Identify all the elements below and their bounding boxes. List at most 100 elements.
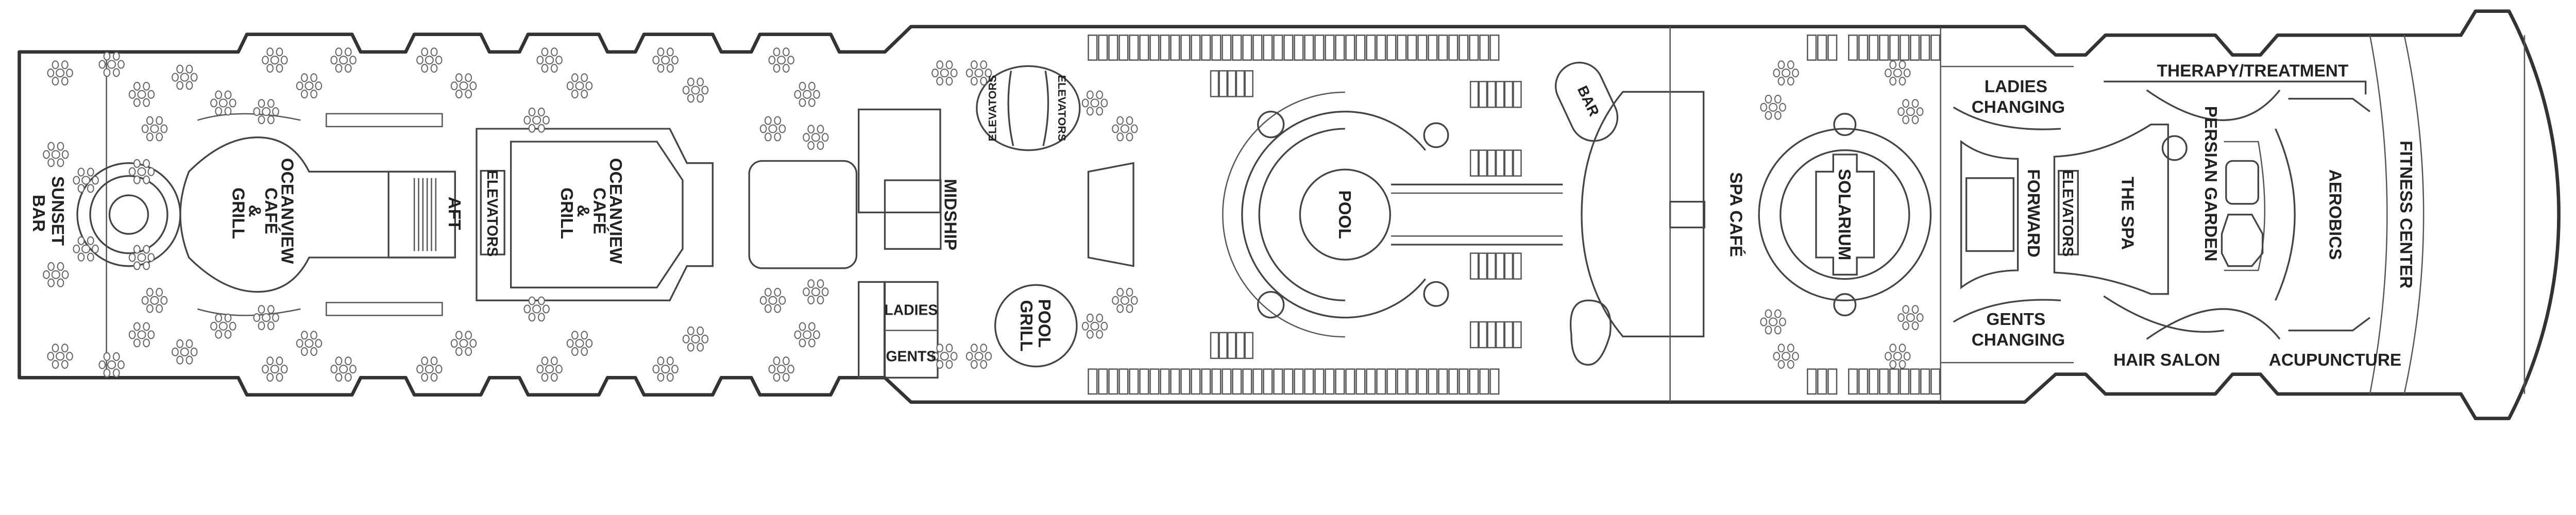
sun-lounger bbox=[1407, 35, 1417, 61]
sun-lounger bbox=[1088, 368, 1098, 395]
sun-lounger bbox=[1848, 35, 1858, 61]
sun-lounger bbox=[1489, 35, 1500, 61]
table-cluster bbox=[47, 344, 73, 369]
sun-lounger bbox=[1858, 368, 1869, 395]
label-midship: MIDSHIP bbox=[940, 179, 959, 250]
sun-lounger bbox=[1827, 368, 1838, 395]
sun-lounger bbox=[1376, 368, 1386, 395]
sun-lounger bbox=[1108, 35, 1118, 61]
sun-lounger bbox=[1479, 35, 1489, 61]
table-cluster bbox=[1760, 309, 1786, 335]
aft-elevators-box[interactable] bbox=[480, 169, 505, 255]
label-glass-elevator-2: ELEVATORS bbox=[1056, 75, 1069, 142]
table-cluster bbox=[253, 305, 279, 331]
table-cluster bbox=[330, 356, 357, 382]
sun-lounger bbox=[1438, 368, 1448, 395]
sun-lounger bbox=[1283, 35, 1294, 61]
sun-lounger bbox=[1252, 35, 1263, 61]
table-cluster bbox=[794, 322, 820, 348]
sun-lounger bbox=[1139, 35, 1149, 61]
sun-lounger bbox=[1118, 368, 1129, 395]
sun-lounger bbox=[1335, 35, 1345, 61]
sun-lounger bbox=[1504, 149, 1514, 177]
sun-lounger bbox=[1459, 35, 1469, 61]
hull-outline bbox=[18, 9, 2561, 420]
sun-lounger bbox=[1448, 368, 1459, 395]
table-cluster bbox=[253, 99, 279, 125]
label-ladies-changing: LADIES CHANGING bbox=[1972, 77, 2065, 117]
sun-lounger bbox=[1201, 368, 1211, 395]
label-the-spa: THE SPA bbox=[2117, 177, 2137, 250]
fitness-center-arcs bbox=[2369, 35, 2425, 394]
table-cluster bbox=[965, 344, 992, 369]
table-cluster bbox=[98, 352, 125, 377]
table-cluster bbox=[450, 73, 477, 99]
table-cluster bbox=[262, 356, 288, 382]
sun-lounger bbox=[1386, 368, 1397, 395]
sun-lounger bbox=[1325, 35, 1335, 61]
label-fitness-center: FITNESS CENTER bbox=[2396, 141, 2415, 288]
sun-lounger bbox=[1930, 368, 1941, 395]
sun-lounger bbox=[1900, 35, 1910, 61]
sun-lounger bbox=[1487, 81, 1496, 108]
sun-lounger bbox=[1227, 70, 1236, 97]
sun-lounger bbox=[1222, 368, 1232, 395]
table-cluster bbox=[1897, 305, 1924, 331]
sun-lounger bbox=[1345, 35, 1355, 61]
table-cluster bbox=[416, 47, 443, 73]
sun-lounger bbox=[1304, 368, 1314, 395]
sun-lounger bbox=[1386, 35, 1397, 61]
table-cluster bbox=[536, 47, 563, 73]
sun-lounger bbox=[1118, 35, 1129, 61]
table-cluster bbox=[682, 326, 709, 352]
sun-lounger bbox=[1366, 35, 1376, 61]
table-cluster bbox=[128, 322, 155, 348]
sun-lounger bbox=[1211, 368, 1222, 395]
sun-lounger bbox=[1314, 35, 1325, 61]
sun-lounger bbox=[1469, 321, 1479, 349]
sun-lounger bbox=[1504, 252, 1514, 280]
sun-lounger bbox=[1817, 368, 1827, 395]
glass-elevators[interactable] bbox=[976, 65, 1081, 151]
sun-lounger bbox=[1170, 368, 1180, 395]
label-ladies: LADIES bbox=[884, 302, 938, 319]
sun-lounger bbox=[1513, 149, 1522, 177]
sun-lounger bbox=[1889, 35, 1900, 61]
table-cluster bbox=[73, 236, 99, 262]
table-cluster bbox=[931, 344, 958, 369]
sun-lounger bbox=[1848, 368, 1858, 395]
table-cluster bbox=[768, 47, 794, 73]
sun-lounger bbox=[1355, 368, 1366, 395]
sun-lounger bbox=[1160, 368, 1170, 395]
sun-lounger bbox=[1088, 35, 1098, 61]
table-cluster bbox=[803, 125, 829, 150]
sun-lounger bbox=[1191, 368, 1201, 395]
table-cluster bbox=[330, 47, 357, 73]
sun-lounger bbox=[1242, 368, 1252, 395]
sun-lounger bbox=[1438, 35, 1448, 61]
sun-lounger bbox=[1244, 70, 1253, 97]
sun-lounger bbox=[1807, 35, 1817, 61]
sun-lounger bbox=[1180, 368, 1191, 395]
sun-lounger bbox=[1294, 35, 1304, 61]
label-persian-garden: PERSIAN GARDEN bbox=[2201, 106, 2220, 262]
table-cluster bbox=[128, 159, 155, 184]
sun-lounger bbox=[1879, 368, 1889, 395]
sun-lounger bbox=[1513, 81, 1522, 108]
sun-lounger bbox=[1487, 149, 1496, 177]
table-cluster bbox=[43, 142, 69, 167]
table-cluster bbox=[172, 64, 198, 90]
label-aft: AFT bbox=[445, 197, 464, 230]
table-cluster bbox=[450, 331, 477, 356]
sun-lounger bbox=[1263, 368, 1273, 395]
sun-lounger bbox=[1504, 81, 1514, 108]
label-gents: GENTS bbox=[886, 349, 937, 365]
sun-lounger bbox=[1129, 368, 1139, 395]
sun-lounger bbox=[1232, 368, 1242, 395]
sun-lounger bbox=[1180, 35, 1191, 61]
table-cluster bbox=[43, 262, 69, 287]
forward-elevators-box[interactable] bbox=[2058, 169, 2079, 255]
sun-lounger bbox=[1129, 35, 1139, 61]
sun-lounger bbox=[1366, 368, 1376, 395]
table-cluster bbox=[1885, 60, 1911, 86]
